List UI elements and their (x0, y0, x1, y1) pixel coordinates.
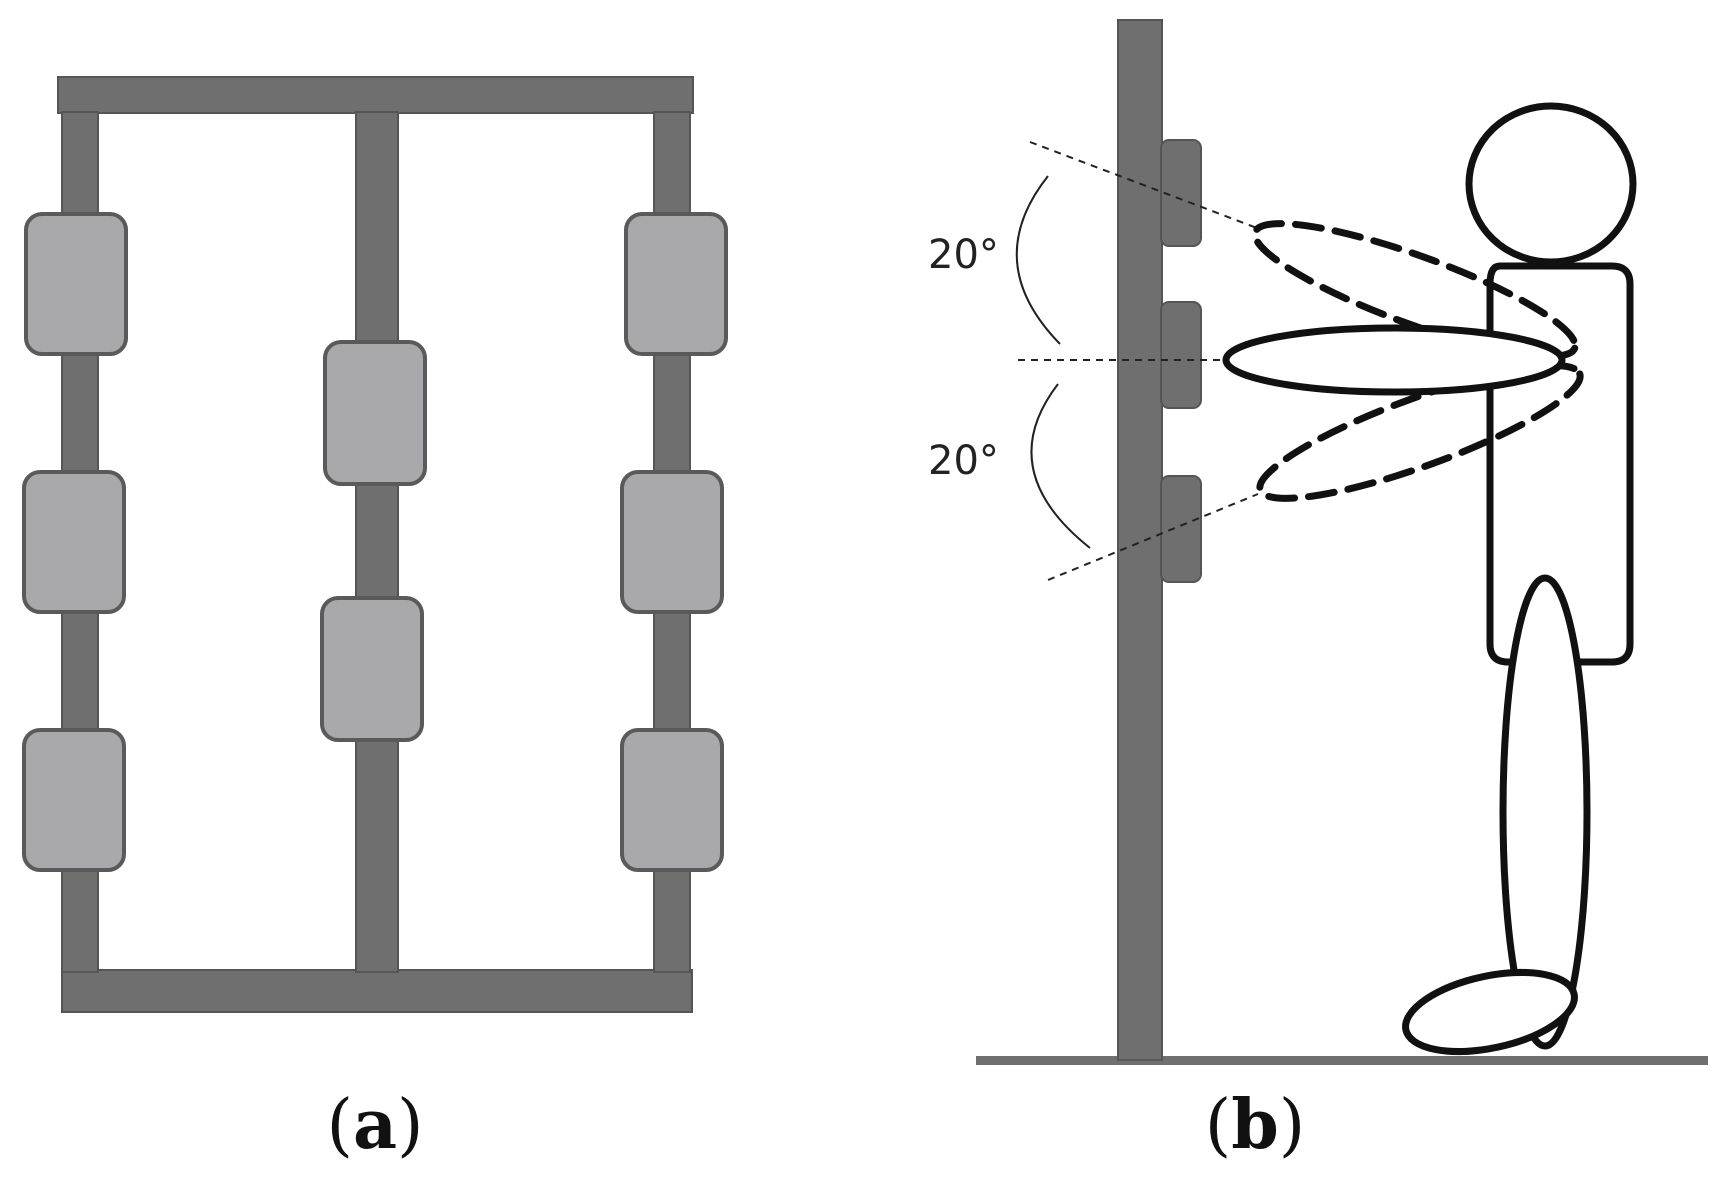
frame-bottom-bar (61, 969, 693, 1013)
frame-middle-post (355, 111, 399, 973)
target-pad-left-middle (22, 470, 126, 614)
board-frame (57, 76, 694, 1013)
target-pad-right-bottom (620, 728, 724, 872)
target-pad-left-bottom (22, 728, 126, 872)
frame-top-bar (57, 76, 694, 114)
angle-arcs (1015, 175, 1091, 549)
upper-angle-arc (1015, 175, 1061, 345)
upper-angle-label: 20° (928, 232, 999, 278)
pole-pad-middle (1160, 301, 1202, 409)
target-pad-right-top (624, 212, 728, 356)
panel-b: 20° 20° (b) (928, 19, 1708, 1165)
target-pad-right-middle (620, 470, 724, 614)
panel-b-caption: (b) (1205, 1085, 1306, 1165)
panel-b-label: b (1231, 1085, 1279, 1165)
person-head (1465, 102, 1637, 266)
lower-angle-label: 20° (928, 438, 999, 484)
lower-angle-arc (1030, 383, 1091, 549)
pole-pads (1160, 139, 1202, 583)
floor-line (976, 1056, 1708, 1065)
target-pad-left-top (24, 212, 128, 356)
panel-a-label: a (353, 1085, 397, 1165)
person-leg (1499, 574, 1591, 1050)
arm-positions (1222, 220, 1584, 502)
pole-pad-bottom (1160, 475, 1202, 583)
board-pole (1117, 19, 1163, 1061)
arm-upper-position (1251, 220, 1579, 360)
panel-a-caption: (a) (326, 1085, 423, 1165)
upper-guide-line (1029, 141, 1258, 229)
target-pads (22, 212, 728, 872)
target-pad-middle-bottom (320, 596, 424, 742)
person-figure (1402, 102, 1637, 1055)
pole-pad-top (1160, 139, 1202, 247)
guide-lines (1018, 141, 1259, 581)
person-foot (1402, 969, 1578, 1055)
target-pad-middle-top (323, 340, 427, 486)
arm-horizontal-position (1222, 324, 1566, 396)
arm-lower-position (1256, 362, 1584, 502)
panel-a: (a) (22, 76, 728, 1165)
